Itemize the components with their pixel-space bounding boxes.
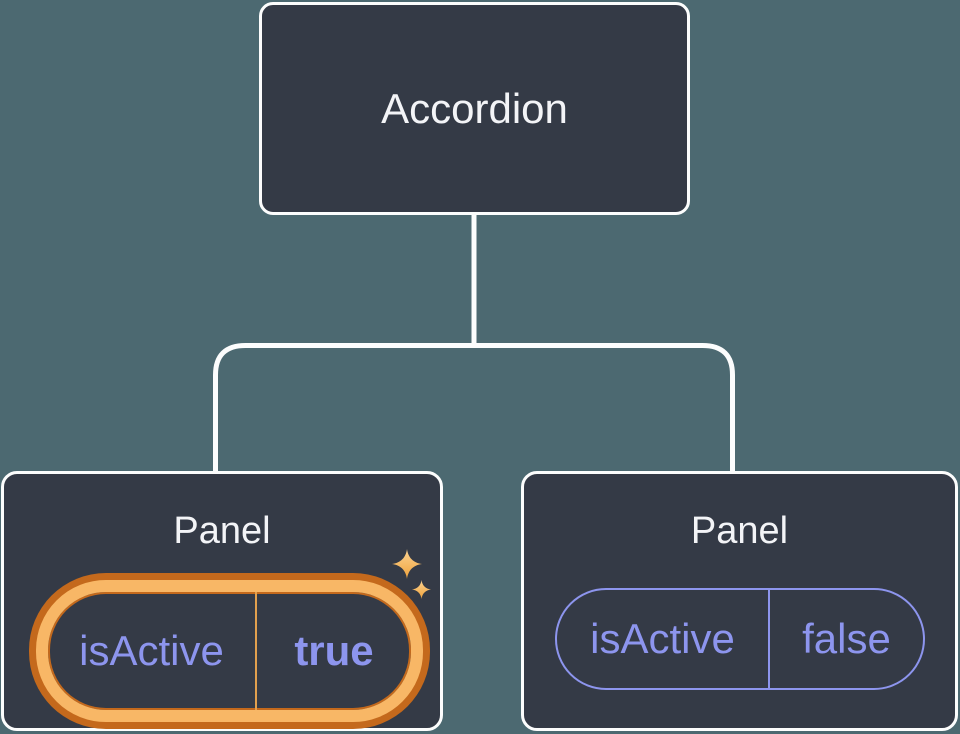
panel-node-label: Panel bbox=[690, 510, 789, 552]
prop-pill-active: isActive true bbox=[36, 580, 423, 722]
prop-pill-inactive: isActive false bbox=[555, 588, 925, 690]
prop-name-label: isActive bbox=[79, 627, 224, 674]
prop-value-label: true bbox=[294, 627, 374, 674]
tree-node-accordion: Accordion bbox=[259, 2, 690, 215]
prop-pill-divider bbox=[255, 592, 257, 710]
panel-node-label: Panel bbox=[173, 510, 271, 552]
tree-node-panel-inactive: Panel isActive false bbox=[521, 471, 958, 731]
prop-value-label: false bbox=[802, 615, 891, 662]
prop-pill-divider bbox=[768, 590, 770, 688]
prop-name-label: isActive bbox=[590, 615, 735, 662]
tree-node-panel-active: Panel isActive true bbox=[1, 471, 443, 731]
accordion-node-label: Accordion bbox=[381, 84, 568, 132]
